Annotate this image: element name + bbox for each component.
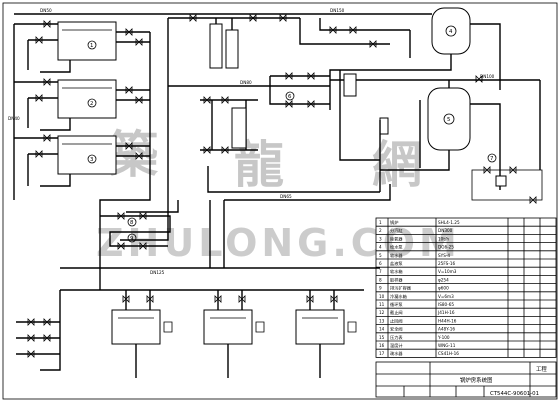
title-right-label: 工程: [536, 365, 547, 373]
legend-cell-no: 14: [379, 327, 385, 332]
legend-cell-spec: φ254: [438, 277, 449, 282]
legend-cell-spec: 25FS-16: [438, 261, 455, 266]
legend-cell-name: 排污扩容器: [390, 285, 412, 292]
legend-cell-name: 循环泵: [390, 301, 403, 308]
drawing-title: 锅炉房系统图: [460, 376, 492, 384]
legend-cell-name: 软水器: [390, 252, 403, 259]
equipment-number: 1: [90, 43, 93, 49]
middle-vessel: [330, 75, 540, 190]
equipment-number: 9: [130, 236, 134, 242]
legend-cell-name: 盐液泵: [390, 260, 403, 267]
boiler-group: [13, 18, 169, 216]
pipe-label: DN65: [280, 194, 292, 199]
equipment-number: 3: [90, 157, 93, 163]
pipe-label: DN40: [8, 116, 20, 121]
legend-cell-spec: CS41H-16: [438, 351, 459, 356]
pipe-labels: DN50 DN150 DN80 DN100 DN40 DN65 DN125: [8, 8, 495, 275]
legend-cell-name: 温度计: [390, 342, 403, 349]
pipe-label: DN125: [150, 270, 165, 275]
main-steam-line: [14, 13, 430, 69]
legend-cell-spec: DG6-25: [438, 245, 454, 250]
upper-vessel: [329, 7, 501, 110]
legend-cell-no: 5: [379, 253, 382, 258]
legend-cell-no: 7: [379, 269, 382, 274]
legend-table: 1 锅炉 SHL4-1.25 2 分汽缸 DN300 3 除氧器 10t/h 4 给水泵 DG6-25…: [375, 217, 557, 358]
equipment-number: 7: [490, 156, 493, 162]
legend-cell-no: 10: [379, 294, 385, 299]
watermark: 築 龍 網 ZHULONG.COM: [96, 125, 457, 265]
legend-cell-no: 8: [379, 277, 382, 282]
title-block: 锅炉房系统图 工程 CT544C-90601-01: [375, 361, 557, 398]
legend-cell-no: 12: [379, 310, 385, 315]
legend-cell-spec: H44H-16: [438, 318, 457, 323]
legend-cell-name: 取样器: [390, 276, 403, 283]
legend-cell-spec: φ600: [438, 286, 449, 291]
legend-cell-spec: Y-100: [437, 335, 450, 340]
legend-cell-spec: SYS-4: [438, 253, 450, 258]
equipment-callouts: 1 2 3 4 5 6 7 8 9: [90, 29, 493, 242]
legend-cell-no: 6: [379, 261, 382, 266]
legend-cell-spec: V=6m3: [438, 294, 454, 299]
drawing-number: CT544C-90601-01: [490, 391, 539, 397]
central-pipework: [120, 70, 391, 268]
legend-cell-spec: A48Y-16: [438, 327, 455, 332]
legend-cell-no: 4: [379, 245, 382, 250]
legend-cell-spec: IS80-65: [438, 302, 454, 307]
legend-cell-spec: WNG-11: [438, 343, 456, 348]
pipe-label: DN150: [330, 8, 345, 13]
legend-cell-name: 压力表: [390, 334, 403, 341]
boiler-3: [57, 135, 117, 175]
legend-cell-spec: SHL4-1.25: [438, 220, 460, 225]
legend-cell-no: 1: [379, 220, 382, 225]
pipe-label: DN50: [40, 8, 52, 13]
legend-cell-name: 给水泵: [390, 244, 403, 251]
bottom-tanks: [16, 267, 380, 378]
equipment-number: 2: [90, 101, 93, 107]
pipe-label: DN80: [240, 80, 252, 85]
equipment-number: 4: [449, 29, 453, 35]
legend-cell-name: 冷凝水箱: [390, 293, 407, 300]
equipment-number: 6: [288, 94, 292, 100]
legend-cell-no: 2: [379, 228, 382, 233]
legend-cell-spec: V=10m3: [438, 269, 457, 274]
boiler-2: [57, 79, 117, 119]
legend-cell-name: 安全阀: [390, 326, 403, 333]
legend-cell-no: 9: [379, 286, 382, 291]
legend-cell-no: 17: [379, 351, 385, 356]
equipment-number: 5: [447, 117, 450, 123]
legend-cell-name: 疏水器: [390, 350, 403, 357]
legend-cell-name: 软水箱: [390, 268, 403, 275]
legend-cell-spec: J41H-16: [437, 310, 455, 315]
lower-pump-group: [99, 212, 171, 290]
right-pump-loop: [471, 80, 543, 204]
legend-cell-name: 止回阀: [390, 317, 403, 324]
equipment-number: 8: [130, 220, 134, 226]
legend-cell-spec: DN300: [438, 228, 453, 233]
legend-cell-name: 截止阀: [390, 309, 403, 316]
legend-cell-name: 锅炉: [390, 219, 398, 226]
pipe-label: DN100: [480, 74, 495, 79]
legend-cell-no: 11: [379, 302, 385, 307]
legend-cell-name: 除氧器: [390, 235, 403, 242]
legend-cell-no: 16: [379, 343, 385, 348]
legend-cell-no: 3: [379, 236, 382, 241]
legend-frame: [375, 217, 557, 358]
legend-cell-spec: 10t/h: [438, 236, 449, 241]
legend-cell-name: 分汽缸: [390, 227, 403, 234]
boiler-1: [57, 21, 117, 61]
legend-cell-no: 15: [379, 335, 385, 340]
legend-cell-no: 13: [379, 318, 385, 323]
